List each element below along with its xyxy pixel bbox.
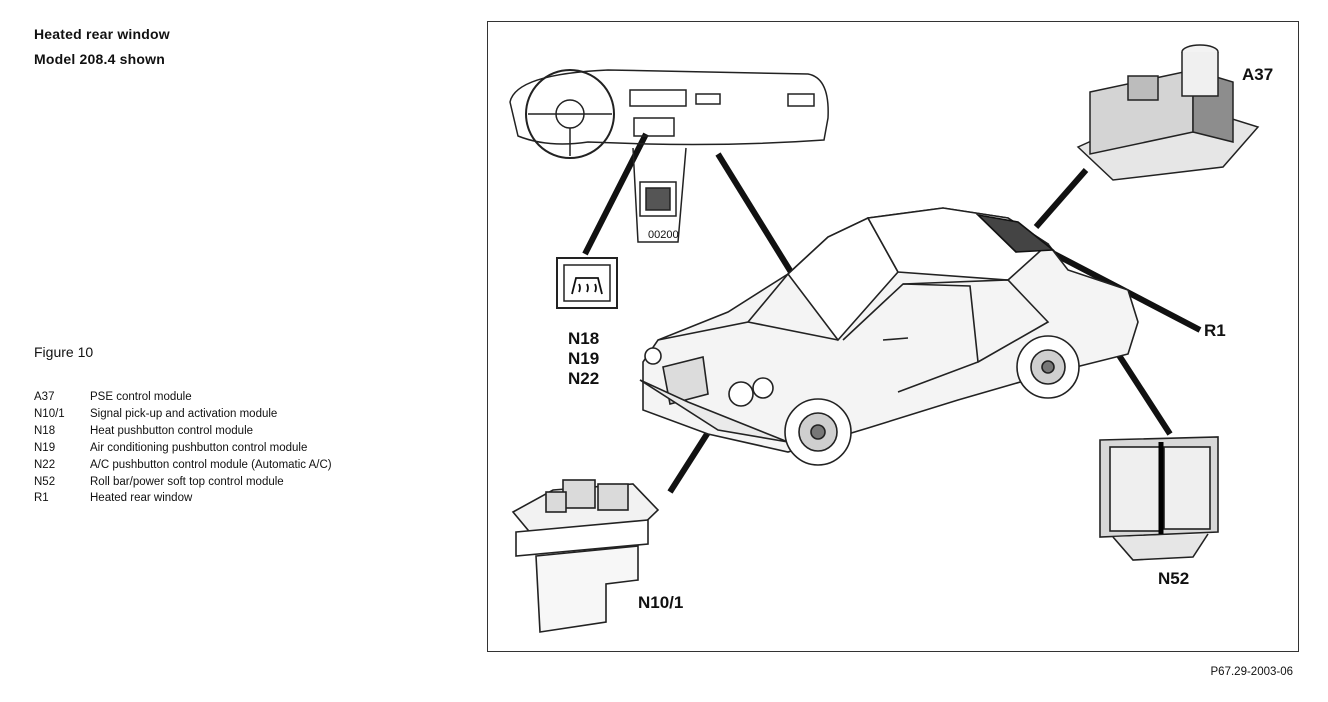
callout-n19: N19 [568,349,599,368]
car-door [842,283,979,393]
legend-item-r1: R1 Heated rear window [34,490,332,507]
figure-frame: 00200 [487,21,1299,652]
car-headlight-right-inner [752,377,774,399]
legend: A37 PSE control module N10/1 Signal pick… [34,389,332,507]
legend-item-n18: N18 Heat pushbutton control module [34,423,332,440]
callout-r1: R1 [1204,321,1226,340]
dash-part-code: 00200 [648,229,679,241]
legend-desc: Heated rear window [90,492,193,505]
car-rear-window [975,213,1056,253]
component-location-diagram: 00200 [509,44,1273,633]
legend-code: N18 [34,424,56,437]
leader-line-a37 [1033,168,1089,229]
car-headlight-left [644,347,662,365]
legend-desc: Heat pushbutton control module [90,424,254,437]
legend-code: N52 [34,475,56,488]
leader-line-dash-to-n18 [582,132,649,256]
legend-code: N22 [34,458,56,471]
car-grille [662,356,709,405]
legend-item-a37: A37 PSE control module [34,389,332,406]
page-subtitle: Model 208.4 shown [34,51,165,67]
legend-desc: Signal pick-up and activation module [90,407,278,420]
legend-item-n19: N19 Air conditioning pushbutton control … [34,440,332,457]
figure-label: Figure 10 [34,344,94,360]
legend-desc: A/C pushbutton control module (Automatic… [90,458,332,471]
callout-n52: N52 [1158,569,1189,588]
legend-desc: PSE control module [90,391,192,403]
legend-item-n22: N22 A/C pushbutton control module (Autom… [34,457,332,474]
legend-item-n10-1: N10/1 Signal pick-up and activation modu… [34,406,332,423]
legend-code: N10/1 [34,407,65,420]
page-title: Heated rear window [34,26,170,42]
steering-wheel-icon [525,69,615,159]
legend-item-n52: N52 Roll bar/power soft top control modu… [34,474,332,491]
legend-desc: Air conditioning pushbutton control modu… [90,441,308,454]
callout-n22: N22 [568,369,599,388]
signal-module-illustration [511,479,660,633]
figure-code: P67.29-2003-06 [1210,666,1293,678]
car-headlight-right [728,381,754,407]
legend-desc: Roll bar/power soft top control module [90,475,284,488]
callout-a37: A37 [1242,65,1273,84]
rear-defrost-icon [571,277,603,295]
pse-module-illustration [1076,44,1260,181]
callout-n18: N18 [568,329,599,348]
legend-code: N19 [34,441,56,454]
defroster-button-illustration [556,257,618,309]
car-hood [657,273,839,341]
car-illustration [639,207,1139,466]
callout-n10-1: N10/1 [638,593,683,612]
legend-code: R1 [34,492,49,505]
dashboard-illustration: 00200 [509,69,829,243]
legend-code: A37 [34,391,55,403]
soft-top-module-illustration [1099,436,1219,561]
